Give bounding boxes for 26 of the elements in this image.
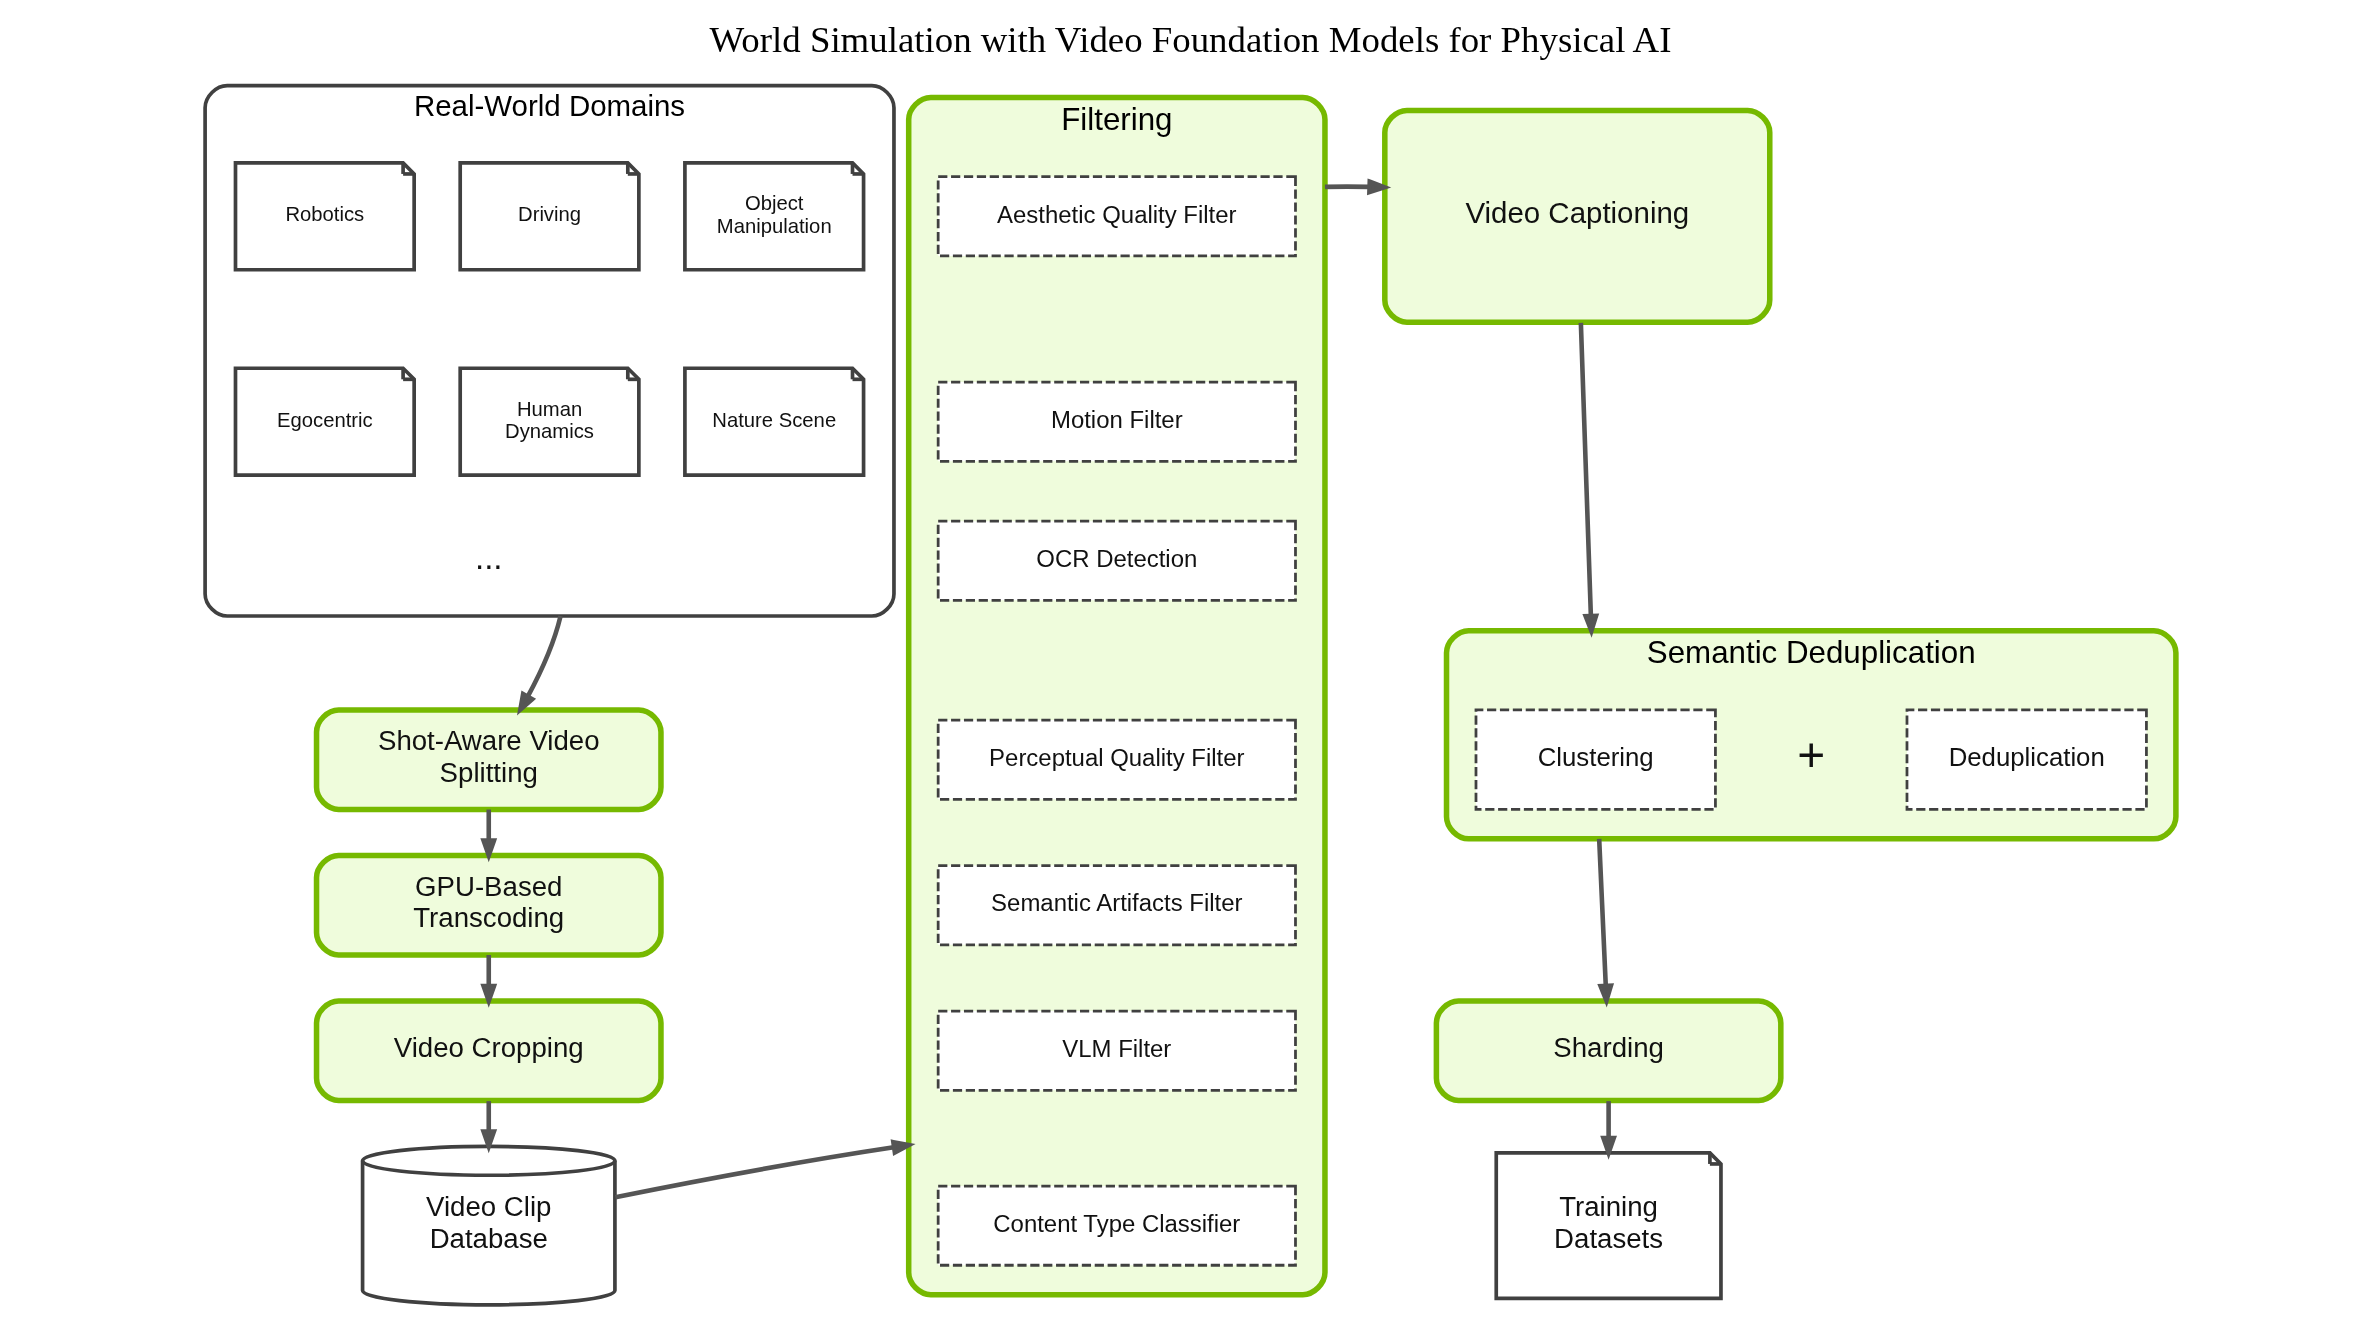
node-box: Semantic Artifacts Filter: [936, 864, 1297, 947]
arrow: [1599, 1101, 1617, 1160]
node-box: OCR Detection: [936, 519, 1297, 602]
node-box: Aesthetic Quality Filter: [936, 175, 1297, 258]
node-box: GPU-Based Transcoding: [313, 852, 664, 958]
label: ...: [474, 538, 503, 576]
arrow: [1578, 322, 1599, 638]
node-box: Video Captioning: [1381, 107, 1773, 325]
arrow: [614, 1139, 916, 1200]
arrow: [479, 955, 497, 1008]
node-box: Deduplication: [1905, 708, 2148, 811]
node-box: Video Cropping: [313, 998, 664, 1104]
arrow: [1596, 838, 1614, 1008]
arrow: [479, 1101, 497, 1154]
node-box: Perceptual Quality Filter: [936, 718, 1297, 801]
arrow: [1324, 178, 1391, 196]
node-box: VLM Filter: [936, 1009, 1297, 1092]
node-box: Content Type Classifier: [936, 1184, 1297, 1267]
arrow: [479, 809, 497, 863]
arrow: [516, 615, 563, 716]
node-box: Clustering: [1474, 708, 1717, 811]
node-box: Shot-Aware Video Splitting: [313, 707, 664, 813]
node-box: Sharding: [1433, 998, 1784, 1104]
label: +: [1796, 728, 1825, 782]
node-box: Motion Filter: [936, 380, 1297, 463]
diagram-title: World Simulation with Video Foundation Models for Physical AI: [709, 19, 1671, 61]
